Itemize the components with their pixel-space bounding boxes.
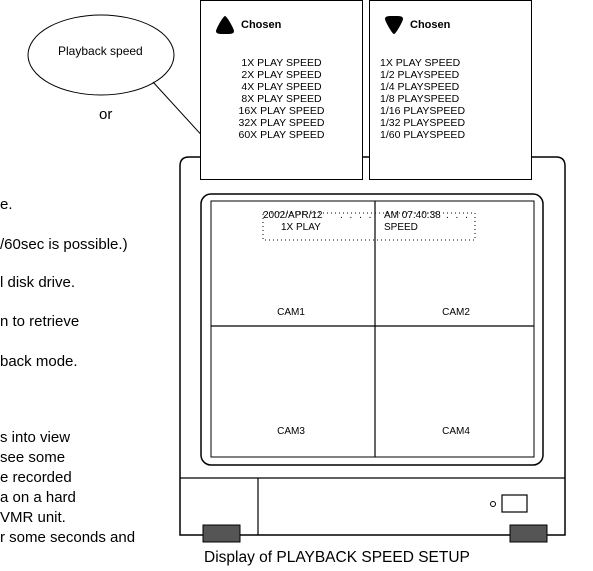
speed-option: 4X PLAY SPEED [241, 81, 322, 93]
osd-time: AM 07:40:38 [384, 210, 441, 221]
osd-dots: . . . [446, 210, 470, 221]
down-triangle-button-icon [385, 16, 403, 34]
osd-speed: SPEED [384, 222, 418, 233]
osd-dots: . . . . [340, 210, 374, 221]
power-button-icon[interactable] [501, 494, 528, 513]
side-text-line: n to retrieve [0, 313, 80, 330]
side-text-line: e recorded [0, 469, 72, 486]
cam-label: CAM4 [442, 426, 470, 437]
up-triangle-button-icon [216, 16, 234, 34]
speed-list: 1X PLAY SPEED 1/2 PLAYSPEED 1/4 PLAYSPEE… [380, 57, 465, 141]
side-text-line: or [99, 106, 113, 123]
cam-label: CAM2 [442, 307, 470, 318]
cam-label: CAM1 [277, 307, 305, 318]
panel-header: Chosen [215, 15, 281, 35]
speed-option: 1/32 PLAYSPEED [380, 117, 466, 129]
monitor-controls [490, 494, 528, 513]
speed-option: 1/2 PLAYSPEED [380, 69, 460, 81]
side-text-line: s into view [0, 429, 71, 446]
osd-highlight-box [262, 212, 476, 241]
power-led-icon [490, 501, 496, 507]
side-text-line: back mode. [0, 353, 78, 370]
side-text-line: l disk drive. [0, 274, 76, 291]
speed-option: 2X PLAY SPEED [241, 69, 322, 81]
panel-title: Chosen [241, 19, 282, 31]
monitor-foot-right [509, 524, 548, 543]
speed-option: 32X PLAY SPEED [238, 117, 325, 129]
speed-list: 1X PLAY SPEED 2X PLAY SPEED 4X PLAY SPEE… [201, 57, 362, 141]
speed-option: 1/16 PLAYSPEED [380, 105, 466, 117]
osd-date: 2002/APR/12 [263, 210, 323, 221]
side-text-line: VMR unit. [0, 509, 66, 526]
side-text-line: r some seconds and [0, 529, 136, 542]
speed-option: 60X PLAY SPEED [238, 129, 325, 141]
side-text-line: see some [0, 449, 66, 466]
speed-option: 1/8 PLAYSPEED [380, 93, 460, 105]
speed-option: 8X PLAY SPEED [241, 93, 322, 105]
callout-label: Playback speed [58, 44, 143, 58]
speed-option: 1/60 PLAYSPEED [380, 129, 466, 141]
speed-panel-slow: Chosen 1X PLAY SPEED 1/2 PLAYSPEED 1/4 P… [369, 0, 532, 180]
side-text-line: e. [0, 196, 13, 213]
side-text-line: /60sec is possible.) [0, 236, 128, 253]
monitor-screen [210, 200, 535, 458]
figure-caption: Display of PLAYBACK SPEED SETUP [204, 549, 470, 566]
speed-option: 1/4 PLAYSPEED [380, 81, 460, 93]
callout-bubble [27, 14, 175, 96]
speed-option: 1X PLAY SPEED [241, 57, 322, 69]
panel-header: Chosen [384, 15, 450, 35]
monitor-foot-left [202, 524, 241, 543]
speed-option: 16X PLAY SPEED [238, 105, 325, 117]
speed-option: 1X PLAY SPEED [380, 57, 461, 69]
panel-title: Chosen [410, 19, 451, 31]
side-text-line: a on a hard [0, 489, 76, 506]
osd-play: 1X PLAY [281, 222, 321, 233]
cam-label: CAM3 [277, 426, 305, 437]
speed-panel-fast: Chosen 1X PLAY SPEED 2X PLAY SPEED 4X PL… [200, 0, 363, 180]
